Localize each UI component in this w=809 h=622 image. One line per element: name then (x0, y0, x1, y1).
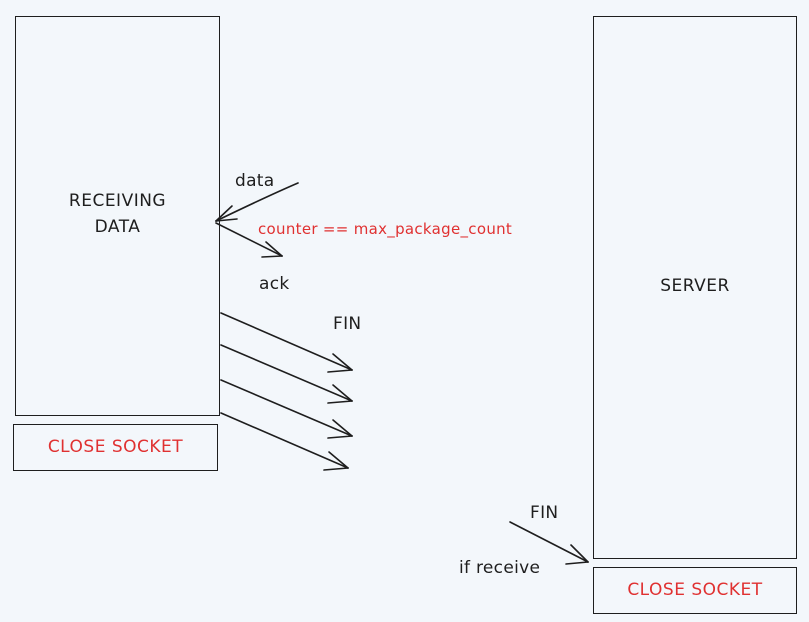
data-label: data (235, 171, 275, 191)
server-close-socket-label: CLOSE SOCKET (627, 580, 763, 600)
server-label: SERVER (660, 276, 730, 296)
server-fin-arrow (509, 521, 589, 565)
client-close-socket-box (13, 424, 218, 471)
client-close-socket-label: CLOSE SOCKET (47, 437, 184, 457)
server-close-socket-box (593, 567, 797, 614)
data-arrow (215, 182, 299, 222)
ack-arrow (215, 222, 283, 258)
if-receive-label: if receive (459, 558, 541, 578)
fin-label-server: FIN (530, 503, 559, 523)
fin-label-client: FIN (333, 314, 362, 334)
server-box (593, 16, 797, 559)
fin-arrow-1 (220, 312, 353, 373)
fin-arrow-3 (220, 379, 353, 439)
client-receiving-label: RECEIVING DATA (68, 191, 167, 237)
fin-arrow-4 (220, 412, 349, 471)
client-receiving-box (15, 16, 220, 416)
ack-label: ack (259, 274, 290, 294)
fin-arrow-2 (220, 344, 353, 404)
condition-label: counter == max_package_count (258, 220, 513, 238)
